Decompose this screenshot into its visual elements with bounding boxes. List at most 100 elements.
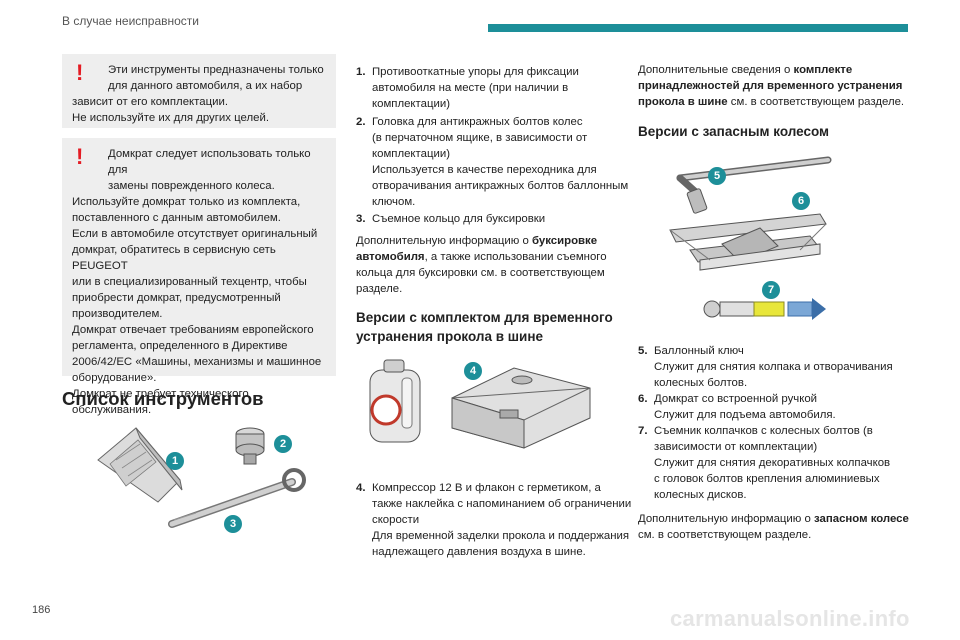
list-item-6: 6. Домкрат со встроенной ручкой Служит д…: [638, 391, 913, 423]
warning-text: приобрести домкрат, предусмотренный: [72, 292, 281, 304]
warning-text: Домкрат не требует технического обслужив…: [72, 388, 249, 416]
item-text: Съемное кольцо для буксировки: [372, 213, 546, 225]
item-number: 2.: [356, 116, 366, 128]
towing-link[interactable]: буксировке автомобиля: [356, 235, 598, 263]
item-text: Для временной заделки прокола и поддержа…: [372, 530, 630, 542]
callout-badge-2: 2: [274, 435, 292, 453]
item-text: также наклейка с напоминанием об огранич…: [372, 498, 632, 510]
wheel-brace-icon: [676, 156, 832, 214]
list-item-1: 1. Противооткатные упоры для фиксации ав…: [356, 64, 626, 112]
item-text: колесных болтов.: [654, 377, 748, 389]
para-text: , а также использовании съемного кольца …: [356, 251, 607, 295]
item-number: 1.: [356, 66, 366, 78]
warning-text: замены поврежденного колеса.: [108, 180, 275, 192]
warning-text: Домкрат отвечает требованиям европейског…: [72, 324, 314, 336]
para-text: Дополнительные сведения о: [638, 64, 794, 76]
warning-text: регламента, определенного в Директиве: [72, 340, 288, 352]
repair-kit-info-paragraph: Дополнительные сведения о комплекте прин…: [638, 62, 908, 110]
page-header-title: В случае неисправности: [62, 14, 199, 28]
item-text: автомобиля на месте (при наличии в: [372, 82, 569, 94]
item-text: скорости: [372, 514, 420, 526]
item-text: отворачивания антикражных болтов баллонн…: [372, 180, 629, 192]
item-text: (в перчаточном ящике, в зависимости от: [372, 132, 588, 144]
callout-badge-3: 3: [224, 515, 242, 533]
repair-kit-heading: Версии с комплектом для временного устра…: [356, 308, 631, 346]
callout-badge-6: 6: [792, 192, 810, 210]
warning-text: или в специализированный техцентр, чтобы: [72, 276, 307, 288]
list-item-5: 5. Баллонный ключ Служит для снятия колп…: [638, 343, 913, 391]
item-text: ключом.: [372, 196, 416, 208]
warning-text: Домкрат следует использовать только для: [108, 148, 311, 176]
item-text: Домкрат со встроенной ручкой: [654, 393, 818, 405]
page-number: 186: [32, 604, 51, 616]
item-text: Служит для снятия колпака и отворачивани…: [654, 361, 893, 373]
list-item-7: 7. Съемник колпачков с колесных болтов (…: [638, 423, 913, 503]
item-text: с головок болтов крепления алюминиевых: [654, 473, 880, 485]
spare-wheel-info-paragraph: Дополнительную информацию о запасном кол…: [638, 511, 913, 543]
item-text: Используется в качестве переходника для: [372, 164, 597, 176]
warning-box-tools: ! Эти инструменты предназначены только д…: [62, 54, 336, 128]
list-item-2: 2. Головка для антикражных болтов колес …: [356, 114, 631, 210]
anti-theft-socket-icon: [235, 427, 265, 465]
callout-badge-1: 1: [166, 452, 184, 470]
item-text: комплектации): [372, 98, 451, 110]
item-text: Служит для подъема автомобиля.: [654, 409, 836, 421]
warning-text: поставленного с данным автомобилем.: [72, 212, 281, 224]
tools-illustration: [97, 427, 306, 528]
list-item-3: 3. Съемное кольцо для буксировки: [356, 211, 626, 227]
tools-list-title: Список инструментов: [62, 388, 264, 409]
para-text: Дополнительную информацию о: [638, 513, 815, 525]
warning-text: оборудование».: [72, 372, 157, 384]
warning-text: для данного автомобиля, а их набор: [108, 80, 303, 92]
callout-badge-4: 4: [464, 362, 482, 380]
warning-box-jack: ! Домкрат следует использовать только дл…: [62, 138, 336, 416]
jack-illustration: [669, 156, 832, 320]
warning-text: Не используйте их для других целей.: [72, 112, 269, 124]
warning-text: Используйте домкрат только из комплекта,: [72, 196, 301, 208]
header-accent-bar: [488, 24, 908, 32]
list-item-4: 4. Компрессор 12 В и флакон с герметиком…: [356, 480, 636, 560]
item-text: зависимости от комплектации): [654, 441, 818, 453]
compressor-illustration: [369, 359, 591, 449]
wheel-chock-icon: [97, 427, 183, 503]
repair-kit-link[interactable]: комплекте принадлежностей для временного…: [638, 64, 903, 108]
para-text: Дополнительную информацию о: [356, 235, 533, 247]
heading-line: Версии с комплектом для временного: [356, 310, 613, 325]
item-text: комплектации): [372, 148, 451, 160]
spare-wheel-heading: Версии с запасным колесом: [638, 124, 830, 139]
warning-text: зависит от его комплектации.: [72, 96, 228, 108]
warning-text: 2006/42/ЕС «Машины, механизмы и машинное: [72, 356, 322, 368]
item-number: 5.: [638, 345, 648, 357]
item-text: надлежащего давления воздуха в шине.: [372, 546, 586, 558]
item-text: колесных дисков.: [654, 489, 747, 501]
towing-info-paragraph: Дополнительную информацию о буксировке а…: [356, 233, 626, 297]
warning-text: производителем.: [72, 308, 163, 320]
compressor-icon: [451, 367, 591, 449]
warning-text: Эти инструменты предназначены только: [108, 64, 324, 76]
item-text: Противооткатные упоры для фиксации: [372, 66, 579, 78]
warning-icon: !: [76, 144, 84, 169]
towing-eye-icon: [168, 468, 306, 528]
warning-icon: !: [76, 60, 84, 85]
item-number: 7.: [638, 425, 648, 437]
para-text: см. в соответствующем разделе.: [638, 529, 812, 541]
item-text: Баллонный ключ: [654, 345, 744, 357]
item-number: 6.: [638, 393, 648, 405]
item-number: 3.: [356, 213, 366, 225]
item-number: 4.: [356, 482, 366, 494]
cap-remover-icon: [703, 298, 826, 320]
spare-wheel-link[interactable]: запасном колесе: [814, 513, 909, 525]
callout-badge-5: 5: [708, 167, 726, 185]
item-text: Служит для снятия декоративных колпачков: [654, 457, 891, 469]
item-text: Съемник колпачков с колесных болтов (в: [654, 425, 873, 437]
warning-text: Если в автомобиле отсутствует оригинальн…: [72, 228, 318, 240]
warning-text: домкрат, обратитесь в сервисную сеть PEU…: [72, 244, 276, 272]
item-text: Головка для антикражных болтов колес: [372, 116, 583, 128]
callout-badge-7: 7: [762, 281, 780, 299]
sealant-bottle-icon: [369, 359, 421, 443]
jack-icon: [669, 213, 827, 271]
heading-line: устранения прокола в шине: [356, 329, 544, 344]
watermark-text: carmanualsonline.info: [670, 606, 910, 631]
item-text: Компрессор 12 В и флакон с герметиком, а: [372, 482, 601, 494]
para-text: см. в соответствующем разделе.: [727, 96, 905, 108]
